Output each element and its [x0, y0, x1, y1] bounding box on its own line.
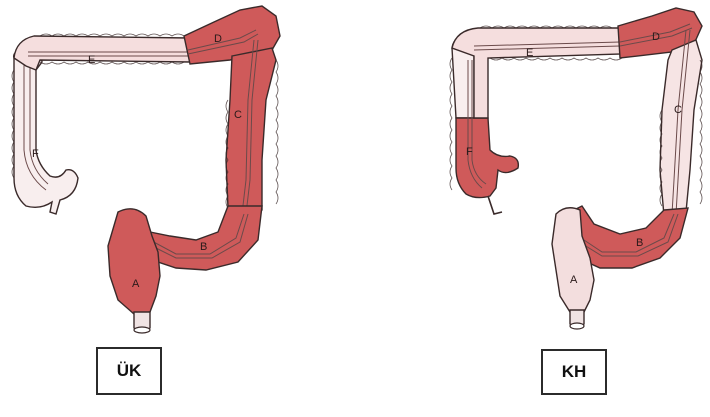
segment-label-c-left: C	[234, 109, 242, 121]
segment-a-left	[108, 209, 160, 314]
segment-label-b-left: B	[200, 241, 207, 253]
colon-left: A B C D E F	[12, 6, 280, 333]
segment-label-a-left: A	[132, 278, 140, 290]
caption-right: KH	[562, 362, 587, 382]
segment-f-left	[14, 48, 78, 214]
caption-left: ÜK	[117, 361, 142, 381]
segment-e-right	[452, 28, 622, 118]
appendix-right	[488, 196, 502, 214]
caption-box-left: ÜK	[96, 347, 162, 395]
segment-label-a-right: A	[570, 274, 578, 286]
segment-b-left	[142, 206, 262, 270]
segment-label-f-right: F	[466, 146, 473, 158]
segment-label-c-right: C	[674, 104, 682, 116]
colon-right: A B C D E F	[450, 8, 702, 329]
segment-label-d-right: D	[652, 31, 660, 43]
segment-label-f-left: F	[32, 148, 39, 160]
segment-label-b-right: B	[636, 237, 643, 249]
segment-label-d-left: D	[214, 33, 222, 45]
caption-box-right: KH	[541, 349, 607, 395]
segment-label-e-right: E	[526, 47, 533, 59]
segment-label-e-left: E	[88, 54, 95, 66]
